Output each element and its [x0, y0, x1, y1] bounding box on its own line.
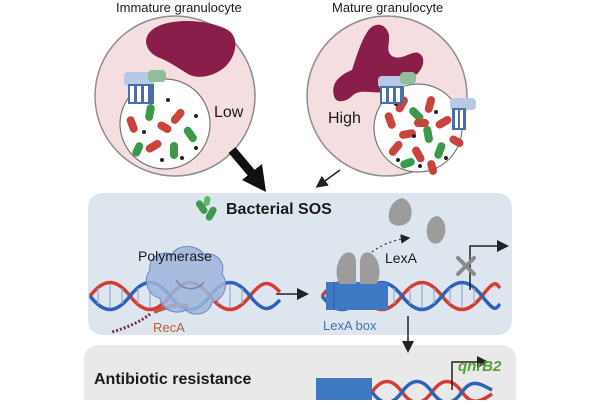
mature-membrane-complex-left [378, 72, 416, 104]
lexa-release-arrow [371, 234, 411, 253]
reca-label: RecA [153, 320, 185, 335]
lexa-bound-icon [336, 252, 380, 284]
immature-nucleus [146, 21, 236, 77]
bacterial-sos-title: Bacterial SOS [226, 201, 332, 218]
mature-granulocyte-label: Mature granulocyte [332, 0, 444, 15]
promoter-arrow [469, 240, 509, 290]
lexa-released-icon [388, 198, 446, 244]
resistance-panel-background [84, 345, 516, 405]
gene-promoter-arrow [451, 356, 489, 390]
qnrb2-gene-label: qnrB2 [458, 358, 502, 375]
mature-granulocyte-cell [306, 15, 476, 177]
thick-arrow-low [228, 147, 266, 192]
immature-granulocyte-label: Immature granulocyte [116, 0, 242, 15]
mature-bacteria [384, 96, 464, 175]
mature-membrane-complex-right [450, 98, 476, 130]
thin-arrow-high [315, 169, 341, 188]
immature-bacteria [126, 98, 198, 162]
blocked-cross-icon [456, 256, 476, 276]
lexa-label: LexA [385, 250, 417, 266]
immature-granulocyte-cell [94, 15, 256, 177]
polymerase-icon [145, 246, 227, 315]
low-level-label: Low [214, 104, 244, 121]
high-level-label: High [328, 110, 361, 127]
single-strand-dna [111, 312, 151, 334]
lexa-box-label: LexA box [323, 318, 377, 333]
antibiotic-resistance-title: Antibiotic resistance [94, 371, 252, 388]
bacteria-icon [195, 196, 217, 221]
lexa-box-block [326, 282, 388, 310]
polymerase-label: Polymerase [138, 248, 212, 264]
immature-membrane-complex [124, 70, 166, 104]
